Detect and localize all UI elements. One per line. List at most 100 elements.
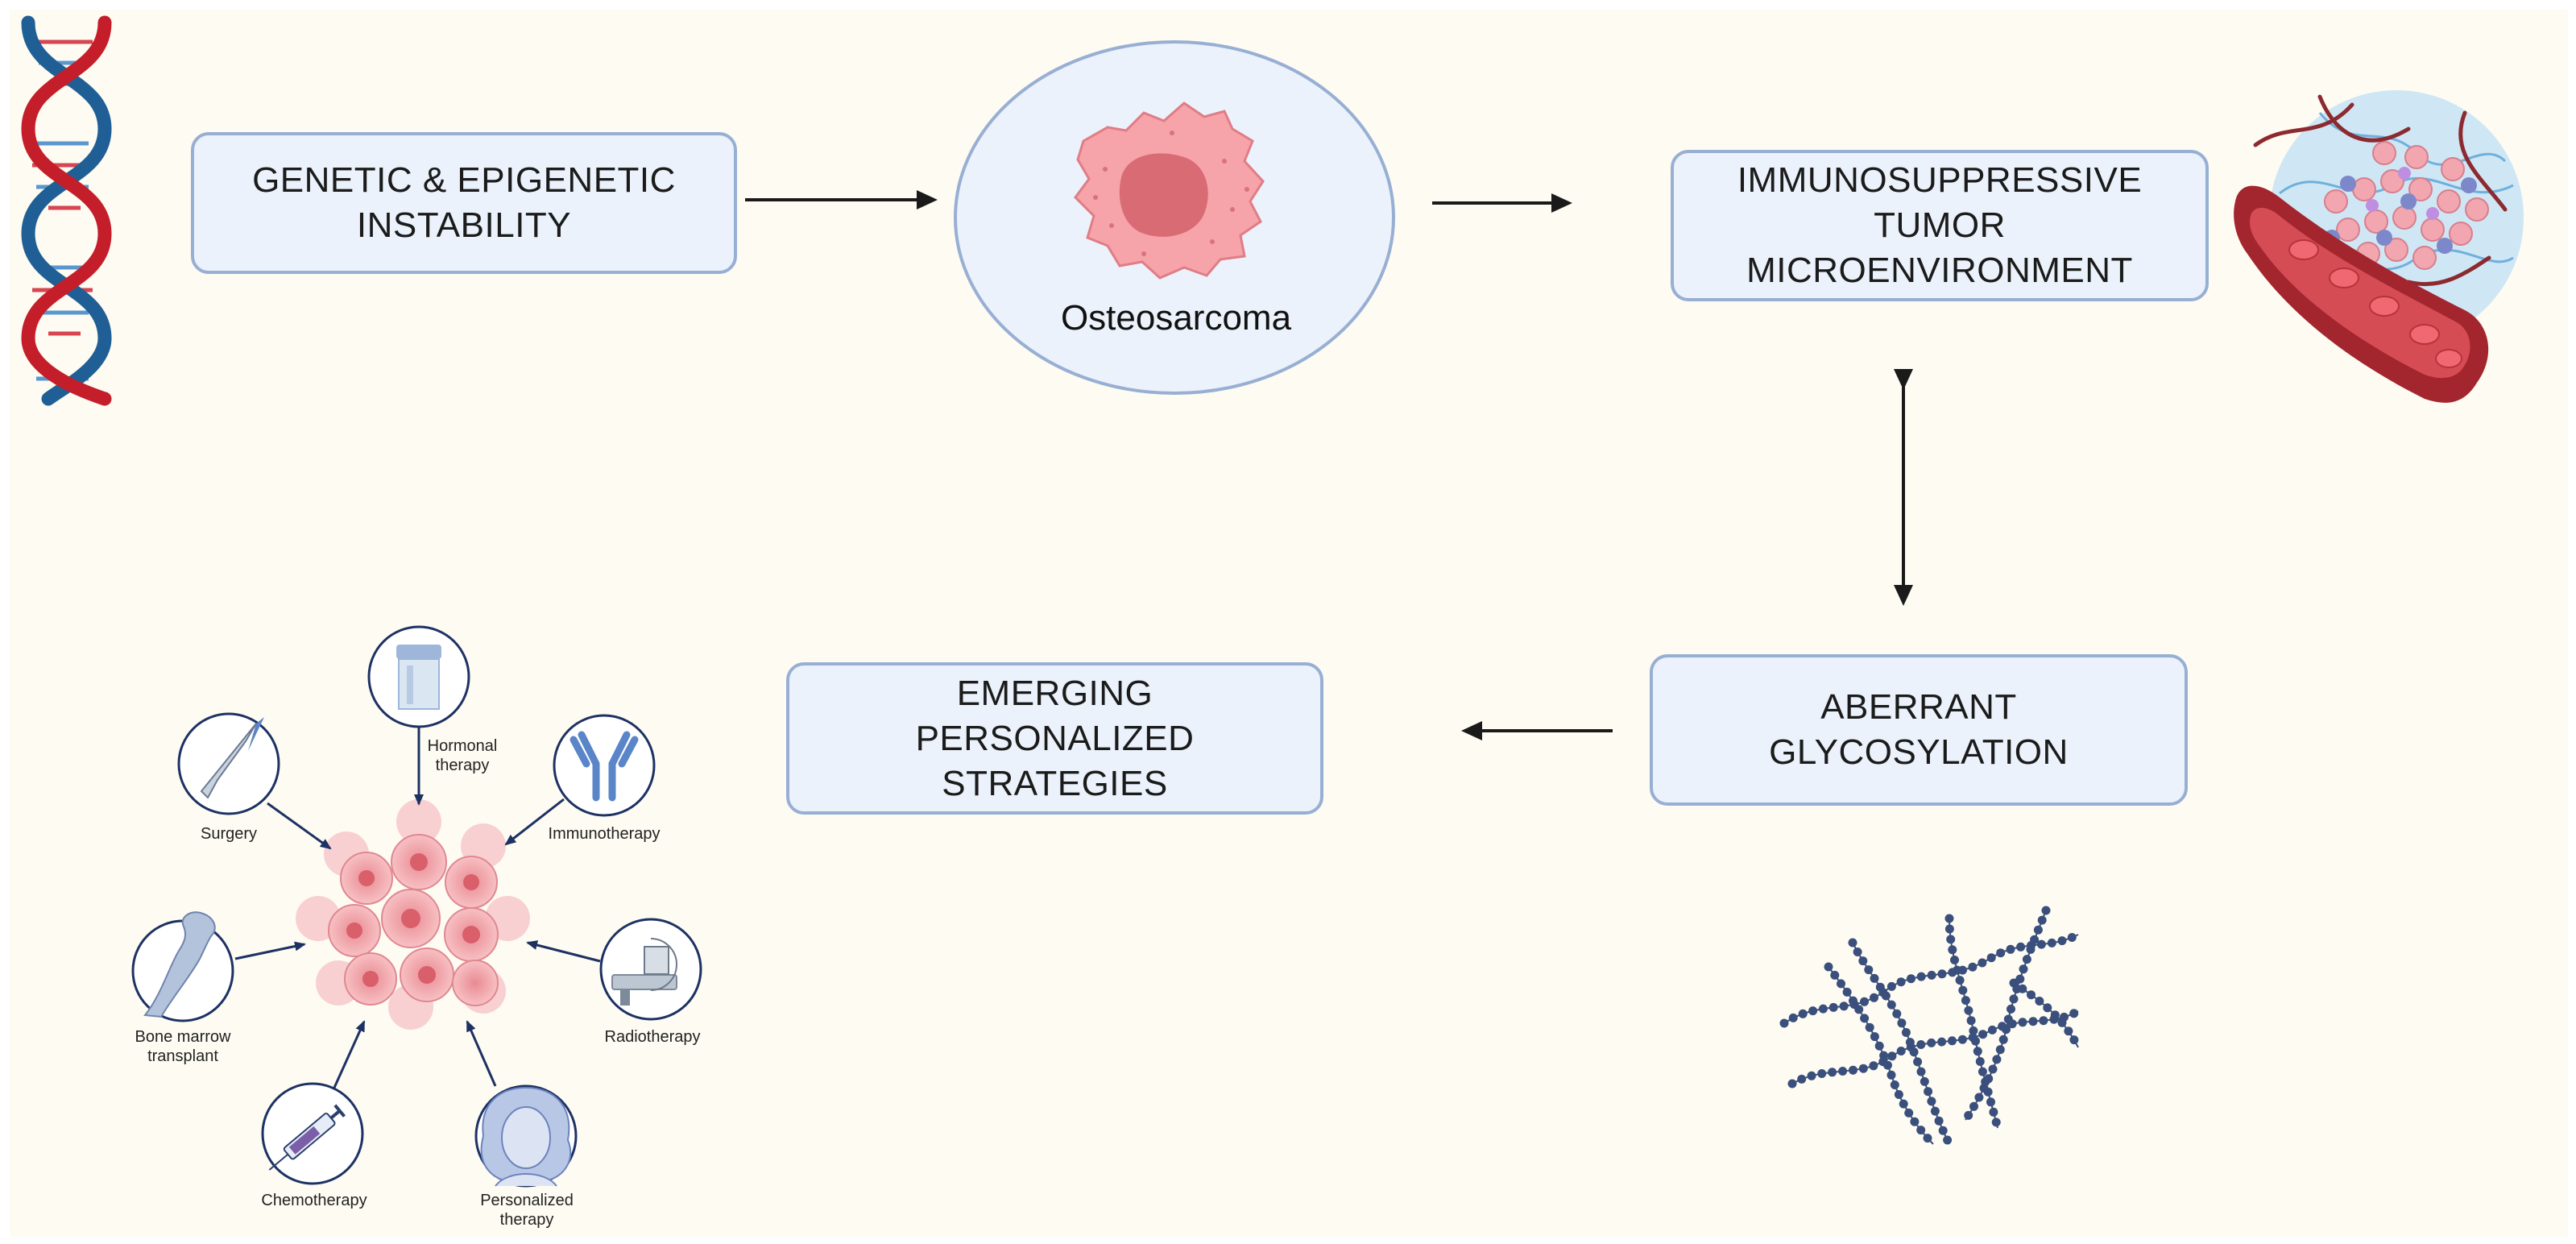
glycan-bead (1904, 1108, 1914, 1118)
glycan-bead (1957, 1035, 1967, 1044)
glycan-bead (1920, 1076, 1929, 1086)
glycan-bead (1943, 1135, 1953, 1145)
glycan-bead (1817, 1069, 1827, 1078)
glycan-bead (1998, 1035, 2008, 1044)
glycan-bead (1968, 962, 1978, 972)
glycan-bead (2067, 933, 2077, 942)
glycan-bead (1907, 974, 1915, 984)
glycan-bead (1986, 1097, 1995, 1107)
glycan-bead (2009, 978, 2019, 988)
glycan-bead (1779, 1018, 1789, 1028)
glycan-bead (1886, 981, 1896, 991)
glycan-bead (1938, 1126, 1948, 1135)
glycan-bead (1909, 1047, 1919, 1057)
glycan-bead (1883, 1060, 1892, 1070)
genetic-epigenetic-instability-label: GENETIC & EPIGENETIC INSTABILITY (252, 160, 676, 245)
glycan-bead (2019, 964, 2028, 974)
glycan-bead (1849, 1065, 1857, 1075)
glycan-bead (1944, 914, 1954, 923)
glycan-bead (1901, 1028, 1911, 1037)
glycan-bead (1916, 1126, 1926, 1135)
glycan-bead (1828, 1002, 1838, 1012)
glycan-bead (2016, 942, 2026, 952)
glycan-bead (1787, 1079, 1797, 1088)
glycan-bead (1992, 1055, 2002, 1064)
glycan-bead (2069, 1035, 2079, 1045)
tumor-microenvironment-illustration (2234, 90, 2524, 403)
glycan-bead (1858, 1064, 1868, 1073)
glycan-bead (1986, 953, 1996, 963)
glycan-bead (2064, 1026, 2073, 1036)
glycan-bead (2035, 997, 2044, 1006)
osteosarcoma-label: Osteosarcoma (1060, 298, 1292, 338)
surgery-label: Surgery (200, 825, 258, 843)
glycan-bead (1964, 1110, 1973, 1120)
glycan-bead (1842, 987, 1852, 997)
syringe-icon (268, 1104, 346, 1171)
osteosarcoma-node (954, 40, 1395, 395)
aberrant-glycosylation-label: ABERRANT GLYCOSYLATION (1769, 687, 2069, 772)
glycan-bead (1824, 962, 1833, 972)
glycan-bead (2041, 906, 2051, 915)
glycan-bead (1953, 965, 1962, 975)
glycan-bead (1838, 1067, 1848, 1076)
glycan-bead (2027, 990, 2036, 1000)
bone-marrow-transplant-label: Bone marrow transplant (135, 1028, 231, 1065)
chemotherapy-label: Chemotherapy (261, 1192, 367, 1209)
glycan-bead (1808, 1006, 1818, 1016)
glycan-bead (1937, 969, 1947, 979)
glycan-bead (1927, 1038, 1936, 1047)
glycan-bead (2033, 925, 2043, 935)
hormonal-therapy-label: Hormonal therapy (427, 737, 498, 774)
glycan-bead (2022, 955, 2031, 964)
glycan-bead (1865, 1022, 1874, 1032)
glycan-bead (1996, 948, 2006, 958)
glycan-bead (1978, 1067, 1987, 1076)
antibody-icon (569, 731, 639, 802)
glycan-bead (2009, 994, 2019, 1004)
glycan-bead (1916, 972, 1926, 981)
dna-helix-icon (21, 15, 112, 406)
glycan-bead (1887, 1051, 1897, 1061)
glycan-bead (2002, 1025, 2011, 1035)
glycan-bead (2057, 1018, 2067, 1027)
glycan-bead (1890, 1080, 1899, 1089)
glycan-bead (1881, 991, 1891, 1001)
glycan-bead (2036, 939, 2046, 949)
glycan-bead (1916, 1040, 1926, 1049)
glycan-bead (1969, 1026, 1978, 1035)
glycan-bead (1927, 1097, 1936, 1106)
glycan-bead (1860, 997, 1869, 1006)
glycan-bead (1946, 935, 1956, 944)
glycan-bead (1854, 1005, 1864, 1014)
glycan-bead (1860, 1014, 1870, 1023)
glycan-bead (1886, 1070, 1896, 1080)
glycan-bead (2018, 984, 2027, 993)
bone-icon (143, 911, 216, 1018)
glycan-bead (1927, 970, 1936, 980)
glycan-bead (1988, 1064, 1998, 1074)
glycan-bead (1916, 1067, 1926, 1076)
immunosuppressive-microenvironment-label: IMMUNOSUPPRESSIVE TUMOR MICROENVIRONMENT (1737, 160, 2143, 290)
glycan-bead (1961, 996, 1970, 1006)
glycan-bead (1870, 1032, 1879, 1042)
glycan-bead (1944, 924, 1954, 934)
glycan-bead (1849, 996, 1857, 1006)
glycan-bead (1848, 938, 1857, 948)
glycan-bead (1788, 1013, 1798, 1022)
glycan-bead (2039, 1016, 2048, 1026)
immunotherapy-label: Immunotherapy (548, 825, 661, 843)
glycan-bead (1978, 1030, 1988, 1039)
glycan-bead (2047, 938, 2056, 948)
tumor-cluster-icon (296, 799, 530, 1030)
glycan-bead (2069, 1009, 2079, 1018)
glycan-bead (1797, 1074, 1807, 1084)
glycan-bead (1875, 982, 1885, 992)
glycan-bead (1948, 945, 1957, 955)
glycan-bead (1978, 958, 1987, 968)
glycan-bead (1955, 976, 1965, 985)
glycan-bead (1892, 1009, 1902, 1018)
glycan-bead (1969, 1101, 1978, 1111)
glycan-bead (2043, 1003, 2052, 1013)
